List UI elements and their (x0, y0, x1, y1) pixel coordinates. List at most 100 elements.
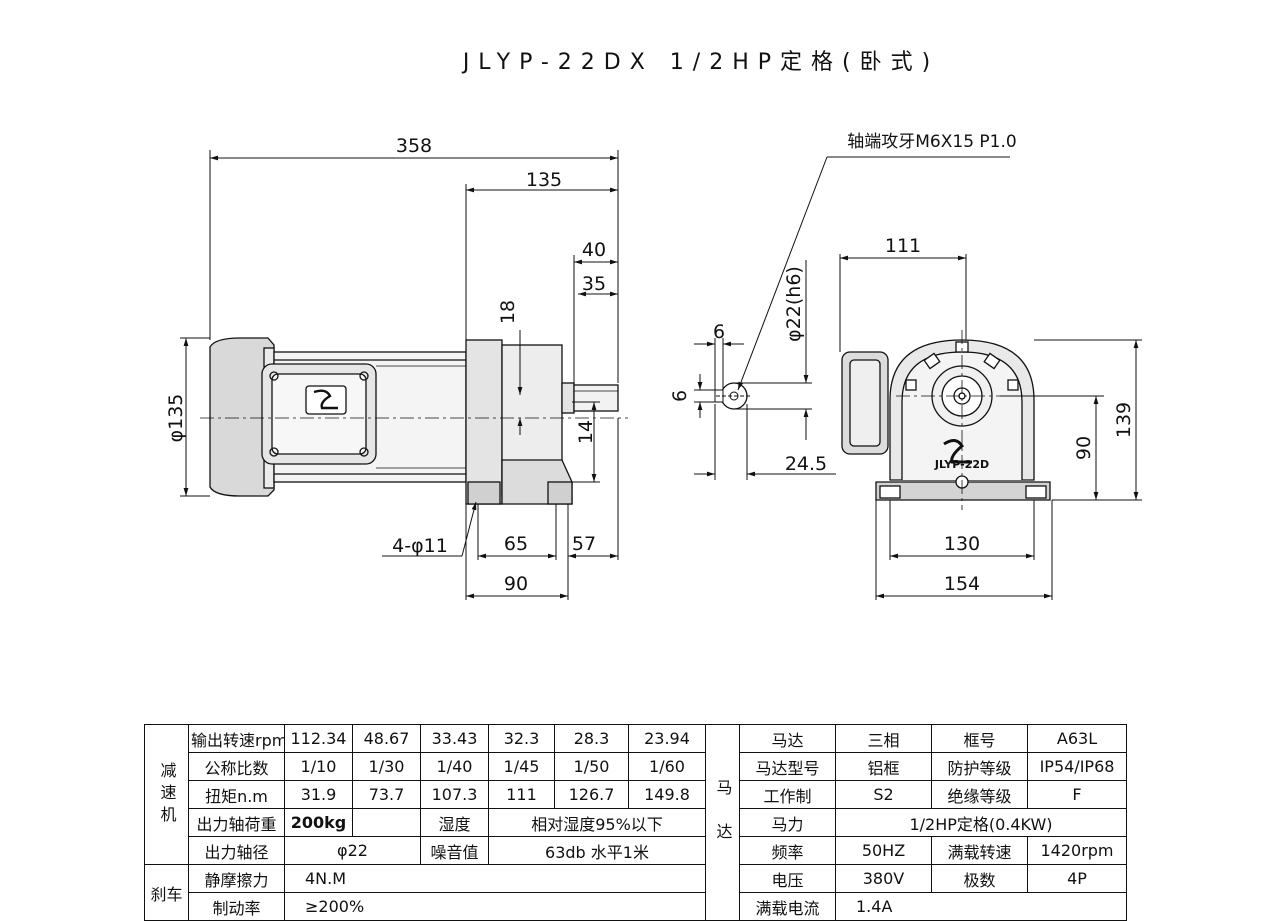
dim-57: 57 (572, 533, 596, 555)
row-label: 输出转速rpm (188, 724, 285, 753)
row-label: 马达型号 (739, 752, 836, 781)
table-cell: 1/30 (352, 752, 421, 781)
table-row: 电压 380V 极数 4P (706, 864, 1127, 893)
humidity-value: 相对湿度95%以下 (488, 808, 706, 837)
humidity-label: 湿度 (420, 808, 489, 837)
row-label: 满载转速 (931, 836, 1028, 865)
table-cell: 1.4A (835, 892, 1127, 921)
table-cell: 1/2HP定格(0.4KW) (835, 808, 1127, 837)
table-cell: 73.7 (352, 780, 421, 809)
dim-dia-135: φ135 (165, 394, 187, 443)
table-cell: 1/50 (554, 752, 629, 781)
dim-65: 65 (504, 533, 528, 555)
table-row: 扭矩n.m 31.9 73.7 107.3 111 126.7 149.8 (145, 780, 706, 809)
shaft-detail (694, 156, 1010, 480)
table-row: 减速机 输出转速rpm 112.34 48.67 33.43 32.3 28.3… (144, 724, 706, 865)
shaft-callout: 轴端攻牙M6X15 P1.0 (847, 132, 1016, 152)
table-cell: S2 (835, 780, 932, 809)
row-label: 静摩擦力 (188, 864, 285, 893)
dim-135: 135 (526, 169, 562, 191)
row-label: 绝缘等级 (931, 780, 1028, 809)
row-label: 频率 (739, 836, 836, 865)
table-row: 公称比数 1/10 1/30 1/40 1/45 1/50 1/60 (145, 752, 706, 781)
empty-cell (352, 808, 421, 837)
table-cell: 1/10 (284, 752, 353, 781)
front-logo-text: JLYP-22D (934, 458, 989, 471)
table-cell: A63L (1027, 724, 1127, 753)
table-row: 马达型号 铝框 防护等级 IP54/IP68 (706, 752, 1127, 781)
reducer-spec-table: 减速机 输出转速rpm 112.34 48.67 33.43 32.3 28.3… (144, 724, 706, 921)
row-label: 马达 (739, 724, 836, 753)
row-label: 制动率 (188, 892, 285, 921)
dim-shaft-dia: φ22(h6) (783, 266, 805, 342)
side-view (200, 337, 628, 505)
dim-key-height: 6 (669, 390, 691, 402)
row-label: 出力轴荷重 (188, 808, 285, 837)
table-cell: 31.9 (284, 780, 353, 809)
table-row: 满载电流 1.4A (706, 892, 1127, 921)
brake-section-label: 刹车 (144, 864, 189, 921)
table-row: 工作制 S2 绝缘等级 F (706, 780, 1127, 809)
row-label: 公称比数 (188, 752, 285, 781)
side-dimensions (180, 150, 619, 600)
dim-90-foot: 90 (504, 573, 528, 595)
table-cell: IP54/IP68 (1027, 752, 1127, 781)
table-row: 出力轴荷重 200kg 湿度 相对湿度95%以下 (145, 808, 706, 837)
dim-key-width: 6 (713, 321, 725, 343)
dim-mount-holes: 4-φ11 (392, 535, 448, 557)
table-cell: 32.3 (488, 724, 555, 753)
dim-358: 358 (396, 135, 432, 157)
front-view (841, 330, 1051, 510)
table-row: 制动率 ≥200% (145, 892, 706, 921)
brake-value: ≥200% (284, 892, 706, 921)
reducer-section-label: 减速机 (144, 724, 189, 865)
table-cell: 1/40 (420, 752, 489, 781)
dim-139: 139 (1113, 402, 1135, 438)
table-cell: 4P (1027, 864, 1127, 893)
row-label: 框号 (931, 724, 1028, 753)
table-cell: 铝框 (835, 752, 932, 781)
drawing-title: JLYP-22DX 1/2HP定格(卧式) (462, 50, 940, 75)
table-cell: 1/60 (628, 752, 706, 781)
table-row: 马力 1/2HP定格(0.4KW) (706, 808, 1127, 837)
dim-18: 18 (497, 300, 519, 324)
table-row: 刹车 静摩擦力 4N.M (144, 864, 706, 921)
table-cell: 28.3 (554, 724, 629, 753)
table-cell: 33.43 (420, 724, 489, 753)
row-label: 工作制 (739, 780, 836, 809)
dim-40: 40 (582, 239, 606, 261)
row-label: 马力 (739, 808, 836, 837)
row-label: 电压 (739, 864, 836, 893)
table-cell: 111 (488, 780, 555, 809)
motor-spec-table: 马达 马达 三相 框号 A63L 马达型号 铝框 防护等级 IP54/IP68 … (705, 724, 1127, 921)
noise-label: 噪音值 (420, 836, 489, 865)
motor-section-label: 马达 (705, 724, 740, 921)
row-label: 极数 (931, 864, 1028, 893)
row-label: 扭矩n.m (188, 780, 285, 809)
dim-90-height: 90 (1073, 436, 1095, 460)
table-cell: 149.8 (628, 780, 706, 809)
table-cell: 三相 (835, 724, 932, 753)
brake-value: 4N.M (284, 864, 706, 893)
table-cell: 1420rpm (1027, 836, 1127, 865)
table-cell: 107.3 (420, 780, 489, 809)
row-label: 满载电流 (739, 892, 836, 921)
load-value: 200kg (284, 808, 353, 837)
row-label: 防护等级 (931, 752, 1028, 781)
table-cell: 50HZ (835, 836, 932, 865)
table-row: 马达 马达 三相 框号 A63L (705, 724, 1127, 921)
dim-35: 35 (582, 273, 606, 295)
table-row: 频率 50HZ 满载转速 1420rpm (706, 836, 1127, 865)
front-dimensions (839, 254, 1142, 600)
table-row: 出力轴径 φ22 噪音值 63db 水平1米 (145, 836, 706, 865)
noise-value: 63db 水平1米 (488, 836, 706, 865)
dim-111: 111 (885, 235, 921, 257)
dim-130: 130 (944, 533, 980, 555)
table-cell: 1/45 (488, 752, 555, 781)
dim-154: 154 (944, 573, 980, 595)
technical-drawing: 358 135 40 35 18 φ135 14 4-φ11 65 57 90 (165, 132, 1142, 600)
table-cell: F (1027, 780, 1127, 809)
dim-24-5: 24.5 (785, 453, 827, 475)
table-cell: 126.7 (554, 780, 629, 809)
dim-14: 14 (575, 420, 597, 444)
